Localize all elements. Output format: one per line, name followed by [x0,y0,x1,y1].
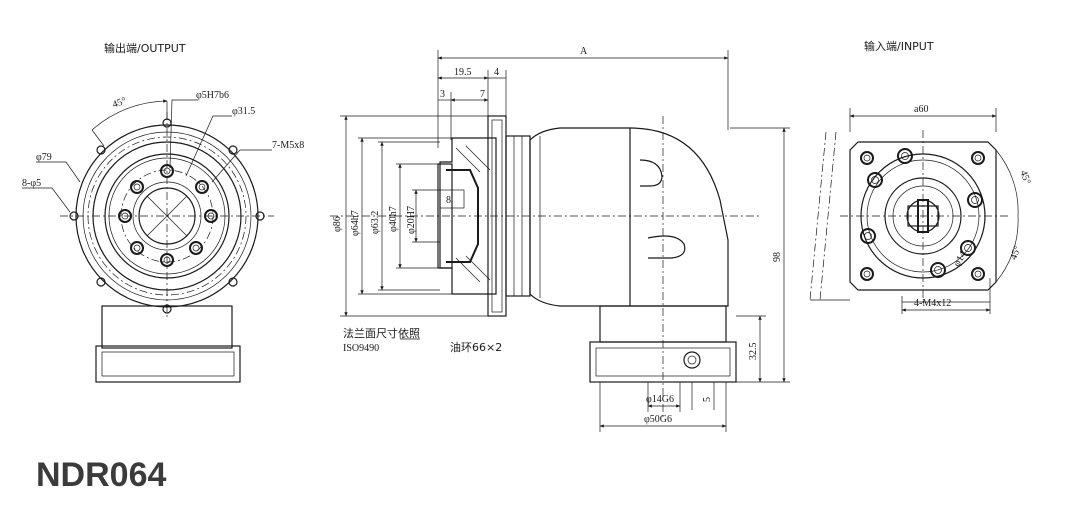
input-view-label: 输入端/INPUT [864,39,934,53]
output-bore-label: φ5H7b6 [196,90,229,101]
dim-8-label: 8 [446,195,451,206]
dim-19-5-label: 19.5 [454,67,472,78]
dim-32-5-label: 32.5 [748,343,759,361]
dim-4-label: 4 [494,67,499,78]
output-view: 45° φ5H7b6 φ31.5 7-M5x8 φ79 8-φ5 [22,90,304,383]
input-view: a60 45° 45° [809,104,1032,314]
dia-50g6-label: φ50G6 [644,414,672,425]
output-angle-arc [91,99,168,131]
note-oil-ring: 油环66×2 [450,340,502,354]
output-base [95,305,241,383]
output-angle-label: 45° [111,96,128,111]
gearbox-body [505,127,729,307]
output-thread-label: 7-M5x8 [272,140,304,151]
side-view: A 19.5 4 3 7 φ86 φ64h7 φ63.2 φ40h7 [330,46,790,432]
note-iso: ISO9490 [343,343,379,354]
input-square-flange [849,141,997,291]
height-98-label: 98 [772,252,783,262]
output-pcd-outer-label: φ79 [36,152,52,163]
input-thread-label: 4-M4x12 [914,298,951,309]
output-holes-label: 8-φ5 [22,178,41,189]
input-square-label: a60 [914,104,928,115]
output-outer-holes [69,118,265,314]
input-small-dia-label: φ14 [952,250,969,269]
note-flange: 法兰面尺寸依照 [343,326,420,340]
dia-20h7-label: φ20H7 [406,206,417,234]
output-inner-holes [118,164,218,267]
output-pcd-inner-label: φ31.5 [232,106,255,117]
input-angle-arc-bottom [995,215,1019,283]
output-view-label: 输出端/OUTPUT [104,41,186,55]
input-angle-bottom-label: 45° [1008,244,1023,261]
dia-14g6-label: φ14G6 [646,394,674,405]
overall-length-label: A [580,46,588,57]
input-angle-arc-top [995,149,1019,217]
dia-40h7-label: φ40h7 [388,206,399,232]
dim-7-label: 7 [480,89,485,100]
model-title: NDR064 [36,456,166,494]
dia-63-2-label: φ63.2 [370,211,381,234]
input-bolt-holes [860,148,985,281]
dim-5-label: 5 [702,397,713,402]
dia-86-label: φ86 [332,216,343,232]
input-angle-top-label: 45° [1017,169,1032,186]
dim-3-label: 3 [440,89,445,100]
dia-64h7-label: φ64h7 [350,210,361,236]
